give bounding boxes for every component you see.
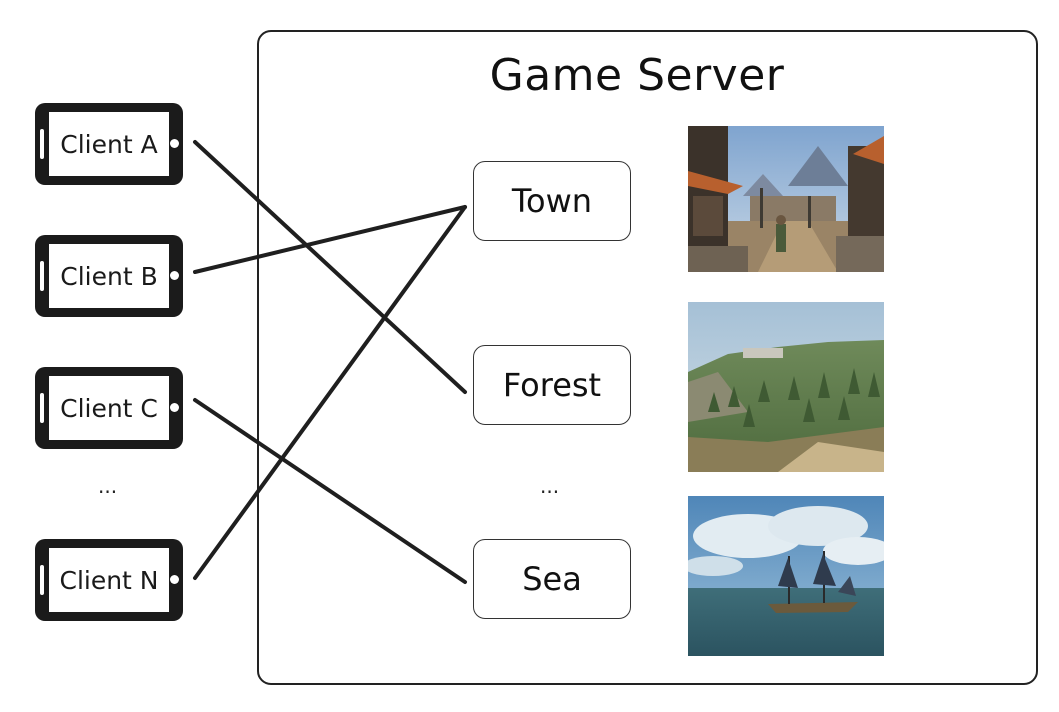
phone-button-icon (170, 139, 179, 148)
client-n-label: Client N (49, 548, 169, 612)
game-server-box (257, 30, 1038, 685)
phone-bar-icon (40, 129, 44, 159)
client-c-device: Client C (35, 367, 183, 449)
clients-ellipsis: ... (98, 474, 118, 498)
zone-sea: Sea (473, 539, 631, 619)
client-c-label: Client C (49, 376, 169, 440)
connection-client-a-forest (193, 140, 467, 394)
phone-button-icon (170, 575, 179, 584)
server-title: Game Server (489, 50, 785, 101)
zone-forest: Forest (473, 345, 631, 425)
connection-client-n-town (193, 205, 467, 580)
town-scene-image (688, 126, 884, 272)
phone-button-icon (170, 403, 179, 412)
zone-town: Town (473, 161, 631, 241)
connection-client-b-town (193, 205, 467, 274)
zones-ellipsis: ... (540, 474, 560, 498)
sea-scene-image (688, 496, 884, 656)
phone-button-icon (170, 271, 179, 280)
forest-scene-image (688, 302, 884, 472)
phone-bar-icon (40, 565, 44, 595)
connection-client-c-sea (193, 398, 467, 584)
client-b-label: Client B (49, 244, 169, 308)
phone-bar-icon (40, 261, 44, 291)
phone-bar-icon (40, 393, 44, 423)
client-a-device: Client A (35, 103, 183, 185)
client-b-device: Client B (35, 235, 183, 317)
client-n-device: Client N (35, 539, 183, 621)
client-a-label: Client A (49, 112, 169, 176)
